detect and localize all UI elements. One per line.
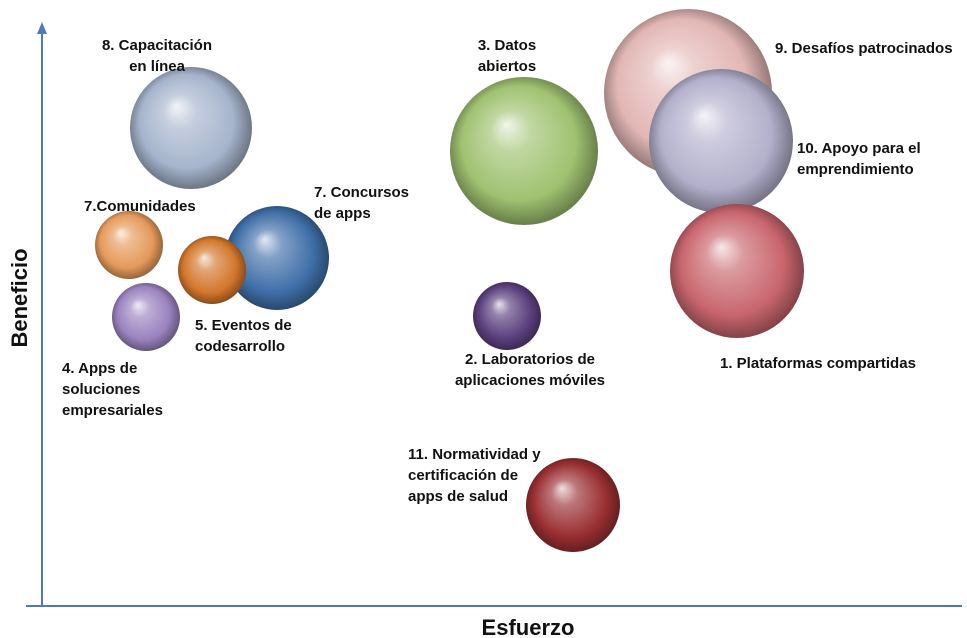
bubble-5 xyxy=(178,236,246,304)
bubble-3 xyxy=(450,77,598,225)
bubble-label-1: 1. Plataformas compartidas xyxy=(720,355,916,372)
bubble-label-6: 7.Comunidades xyxy=(84,198,196,215)
bubble-6 xyxy=(95,211,163,279)
bubbles-layer xyxy=(95,9,804,552)
bubble-label-9: 9. Desafíos patrocinados xyxy=(775,40,953,57)
bubble-10 xyxy=(649,69,793,213)
bubble-7 xyxy=(225,206,329,310)
bubble-1 xyxy=(670,204,804,338)
bubble-4 xyxy=(112,283,180,351)
labels-layer: 1. Plataformas compartidas 2. Laboratorio… xyxy=(62,37,953,505)
bubble-2 xyxy=(473,282,541,350)
axes xyxy=(26,22,962,607)
bubble-11 xyxy=(526,458,620,552)
bubble-8 xyxy=(130,67,252,189)
y-axis-label: Beneficio xyxy=(7,248,32,347)
y-axis-arrow xyxy=(37,22,47,34)
x-axis-label: Esfuerzo xyxy=(482,615,575,638)
